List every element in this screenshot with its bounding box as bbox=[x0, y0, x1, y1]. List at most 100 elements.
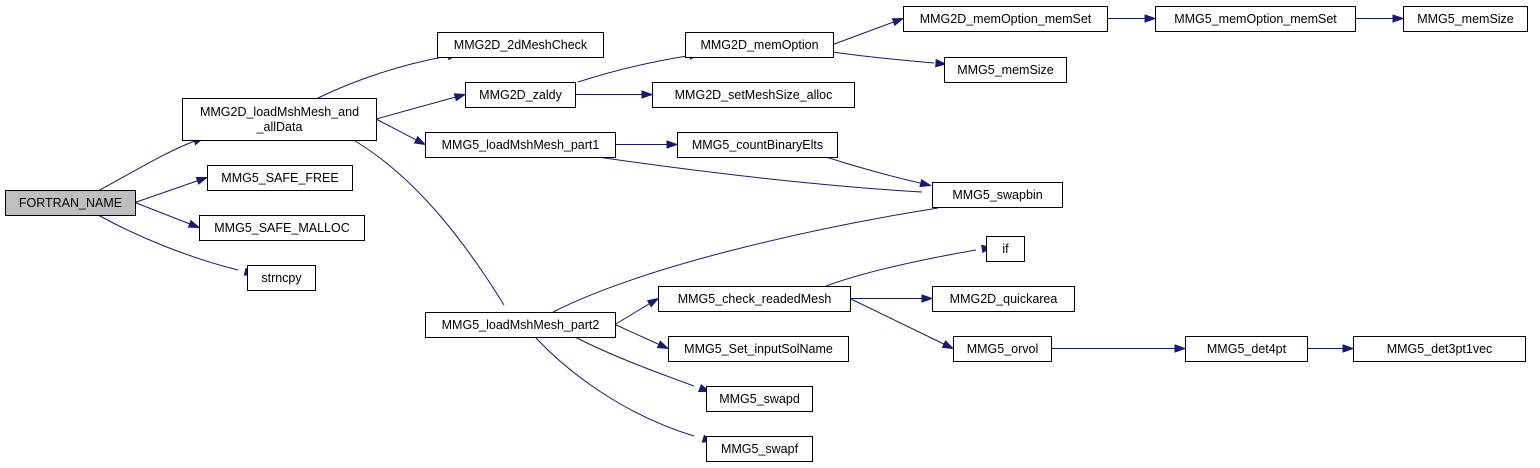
edge-arrowhead bbox=[935, 58, 948, 68]
edge-line bbox=[614, 303, 650, 325]
node-box bbox=[903, 6, 1108, 32]
edge-loadmsh_all-to-zaldy bbox=[375, 93, 467, 120]
node-box bbox=[207, 165, 353, 191]
node-label: MMG2D_2dMeshCheck bbox=[454, 38, 588, 52]
edge-part2-to-check_readed bbox=[614, 297, 660, 325]
edge-part1-to-swapbin bbox=[597, 156, 960, 198]
node-swapbin[interactable]: MMG5_swapbin bbox=[932, 182, 1063, 208]
edge-arrowhead bbox=[187, 219, 201, 229]
edge-part2-to-set_input_sol bbox=[614, 324, 670, 350]
node-if-node[interactable]: if bbox=[986, 236, 1025, 262]
node-safe-malloc[interactable]: MMG5_SAFE_MALLOC bbox=[199, 215, 365, 241]
node-box bbox=[986, 236, 1025, 262]
edge-line bbox=[849, 298, 945, 345]
node-box bbox=[425, 312, 616, 338]
node-label: MMG2D_memOption bbox=[700, 38, 818, 52]
node-box bbox=[1185, 336, 1308, 362]
edge-arrowhead bbox=[641, 90, 654, 99]
node-box bbox=[1353, 336, 1526, 362]
edge-arrowhead bbox=[666, 140, 679, 149]
node-strncpy[interactable]: strncpy bbox=[247, 265, 316, 291]
node-box bbox=[437, 32, 604, 58]
node-label: MMG5_loadMshMesh_part2 bbox=[442, 318, 600, 332]
edge-line bbox=[97, 214, 239, 271]
node-label: MMG5_SAFE_MALLOC bbox=[214, 221, 349, 235]
node-part2[interactable]: MMG5_loadMshMesh_part2 bbox=[425, 312, 616, 338]
edge-fortran_name-to-safe_malloc bbox=[134, 202, 201, 229]
nodes-layer: FORTRAN_NAME MMG2D_loadMshMesh_and_allDat… bbox=[5, 6, 1528, 462]
edge-arrowhead bbox=[1342, 344, 1355, 353]
node-swapf[interactable]: MMG5_swapf bbox=[706, 436, 813, 462]
node-box bbox=[658, 286, 851, 312]
edge-mem_option-to-mem_size_mid bbox=[832, 51, 948, 68]
node-label: MMG5_det3pt1vec bbox=[1387, 342, 1493, 356]
edge-check_readed-to-quickarea bbox=[850, 294, 934, 303]
node-label: MMG5_SAFE_FREE bbox=[221, 171, 338, 185]
edge-mem_option-to-mem_option_memset_2d bbox=[832, 17, 905, 45]
node-mem-option-memset-5[interactable]: MMG5_memOption_memSet bbox=[1155, 6, 1356, 32]
edge-arrowhead bbox=[1144, 14, 1157, 23]
node-box bbox=[944, 57, 1067, 83]
node-det3pt1vec[interactable]: MMG5_det3pt1vec bbox=[1353, 336, 1526, 362]
node-label: MMG5_swapf bbox=[721, 442, 799, 456]
edge-arrowhead bbox=[941, 340, 955, 350]
node-label: if bbox=[1002, 242, 1009, 256]
node-orvol[interactable]: MMG5_orvol bbox=[953, 336, 1052, 362]
edge-line bbox=[577, 55, 688, 83]
node-label: MMG5_loadMshMesh_part1 bbox=[442, 138, 600, 152]
edge-arrowhead bbox=[1174, 344, 1187, 353]
edge-orvol-to-det4pt bbox=[1051, 344, 1187, 353]
node-box bbox=[5, 190, 136, 216]
edge-line bbox=[97, 140, 196, 192]
node-set-meshsize[interactable]: MMG2D_setMeshSize_alloc bbox=[652, 82, 855, 108]
node-det4pt[interactable]: MMG5_det4pt bbox=[1185, 336, 1308, 362]
edge-line bbox=[317, 56, 444, 99]
edge-fortran_name-to-loadmsh_all bbox=[97, 137, 206, 192]
edge-line bbox=[614, 324, 660, 345]
edge-line bbox=[832, 51, 935, 64]
edge-check_readed-to-if_node bbox=[825, 244, 994, 287]
edge-loadmsh_all-to-mesh_check bbox=[317, 51, 460, 99]
node-quickarea[interactable]: MMG2D_quickarea bbox=[932, 286, 1075, 312]
node-mem-option[interactable]: MMG2D_memOption bbox=[685, 32, 834, 58]
node-label: MMG5_det4pt bbox=[1207, 342, 1287, 356]
edge-det4pt-to-det3pt1vec bbox=[1307, 344, 1355, 353]
node-safe-free[interactable]: MMG5_SAFE_FREE bbox=[207, 165, 353, 191]
node-box bbox=[706, 386, 813, 412]
node-set-input-sol[interactable]: MMG5_Set_inputSolName bbox=[668, 336, 849, 362]
node-zaldy[interactable]: MMG2D_zaldy bbox=[465, 82, 576, 108]
node-box bbox=[677, 132, 838, 158]
edge-part1-to-count_binary bbox=[615, 140, 679, 149]
edge-line bbox=[597, 156, 923, 193]
node-mem-size-mid[interactable]: MMG5_memSize bbox=[944, 57, 1067, 83]
node-label: MMG2D_quickarea bbox=[950, 292, 1058, 306]
node-box bbox=[668, 336, 849, 362]
node-box bbox=[425, 132, 616, 158]
node-box bbox=[652, 82, 855, 108]
edge-line bbox=[354, 140, 505, 306]
edge-arrowhead bbox=[1392, 14, 1405, 23]
node-label: MMG5_orvol bbox=[967, 342, 1039, 356]
node-box bbox=[706, 436, 813, 462]
edge-count_binary-to-swapbin bbox=[825, 156, 932, 188]
node-swapd[interactable]: MMG5_swapd bbox=[706, 386, 813, 412]
edge-arrowhead bbox=[891, 17, 905, 27]
node-label: MMG5_countBinaryElts bbox=[692, 138, 823, 152]
node-mesh-check[interactable]: MMG2D_2dMeshCheck bbox=[437, 32, 604, 58]
node-part1[interactable]: MMG5_loadMshMesh_part1 bbox=[425, 132, 616, 158]
node-mem-option-memset-2d[interactable]: MMG2D_memOption_memSet bbox=[903, 6, 1108, 32]
node-mem-size-end[interactable]: MMG5_memSize bbox=[1403, 6, 1528, 32]
node-box bbox=[247, 265, 316, 291]
node-label: MMG2D_setMeshSize_alloc bbox=[675, 88, 833, 102]
edge-line bbox=[134, 202, 190, 225]
edge-arrowhead bbox=[413, 135, 427, 146]
node-check-readed[interactable]: MMG5_check_readedMesh bbox=[658, 286, 851, 312]
node-count-binary[interactable]: MMG5_countBinaryElts bbox=[677, 132, 838, 158]
edge-arrowhead bbox=[656, 340, 670, 350]
node-loadmsh-all[interactable]: MMG2D_loadMshMesh_and_allData bbox=[182, 98, 377, 141]
edge-line bbox=[552, 207, 939, 313]
node-fortran-name: FORTRAN_NAME bbox=[5, 190, 136, 216]
edge-arrowhead bbox=[919, 178, 932, 188]
edge-loadmsh_all-to-part2 bbox=[354, 140, 517, 326]
node-box bbox=[1403, 6, 1528, 32]
